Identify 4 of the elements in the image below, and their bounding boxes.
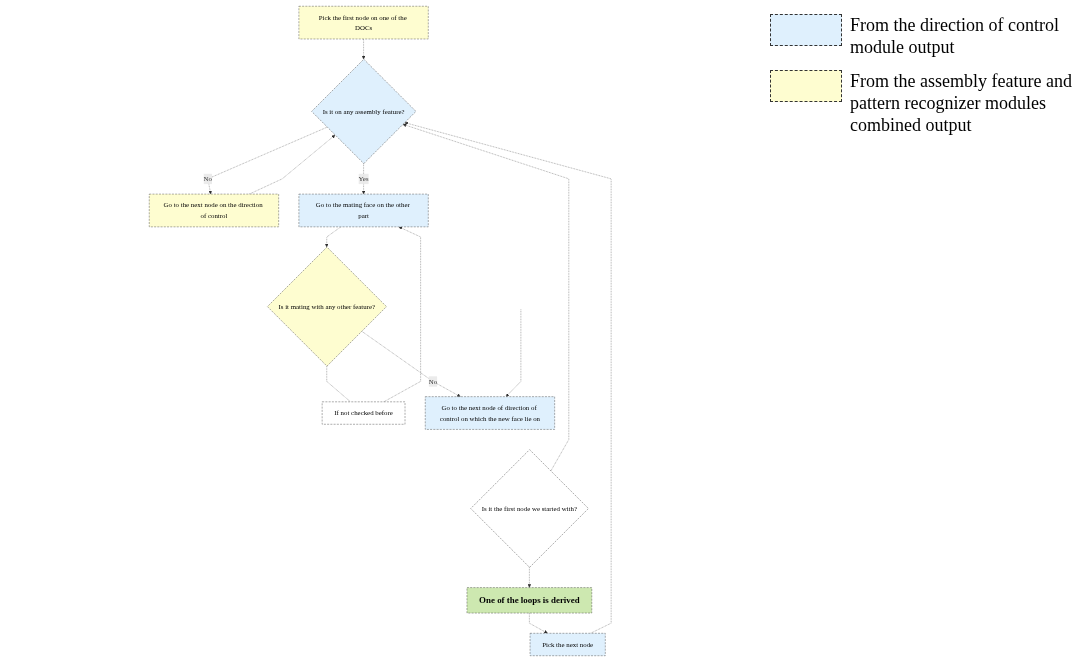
arrow (326, 365, 351, 403)
legend-text: From the direction of control module output (850, 14, 1060, 58)
process-box: One of the loops is derived (466, 587, 592, 614)
legend-text: From the assembly feature and pattern recognizer modules combined output (850, 70, 1073, 136)
